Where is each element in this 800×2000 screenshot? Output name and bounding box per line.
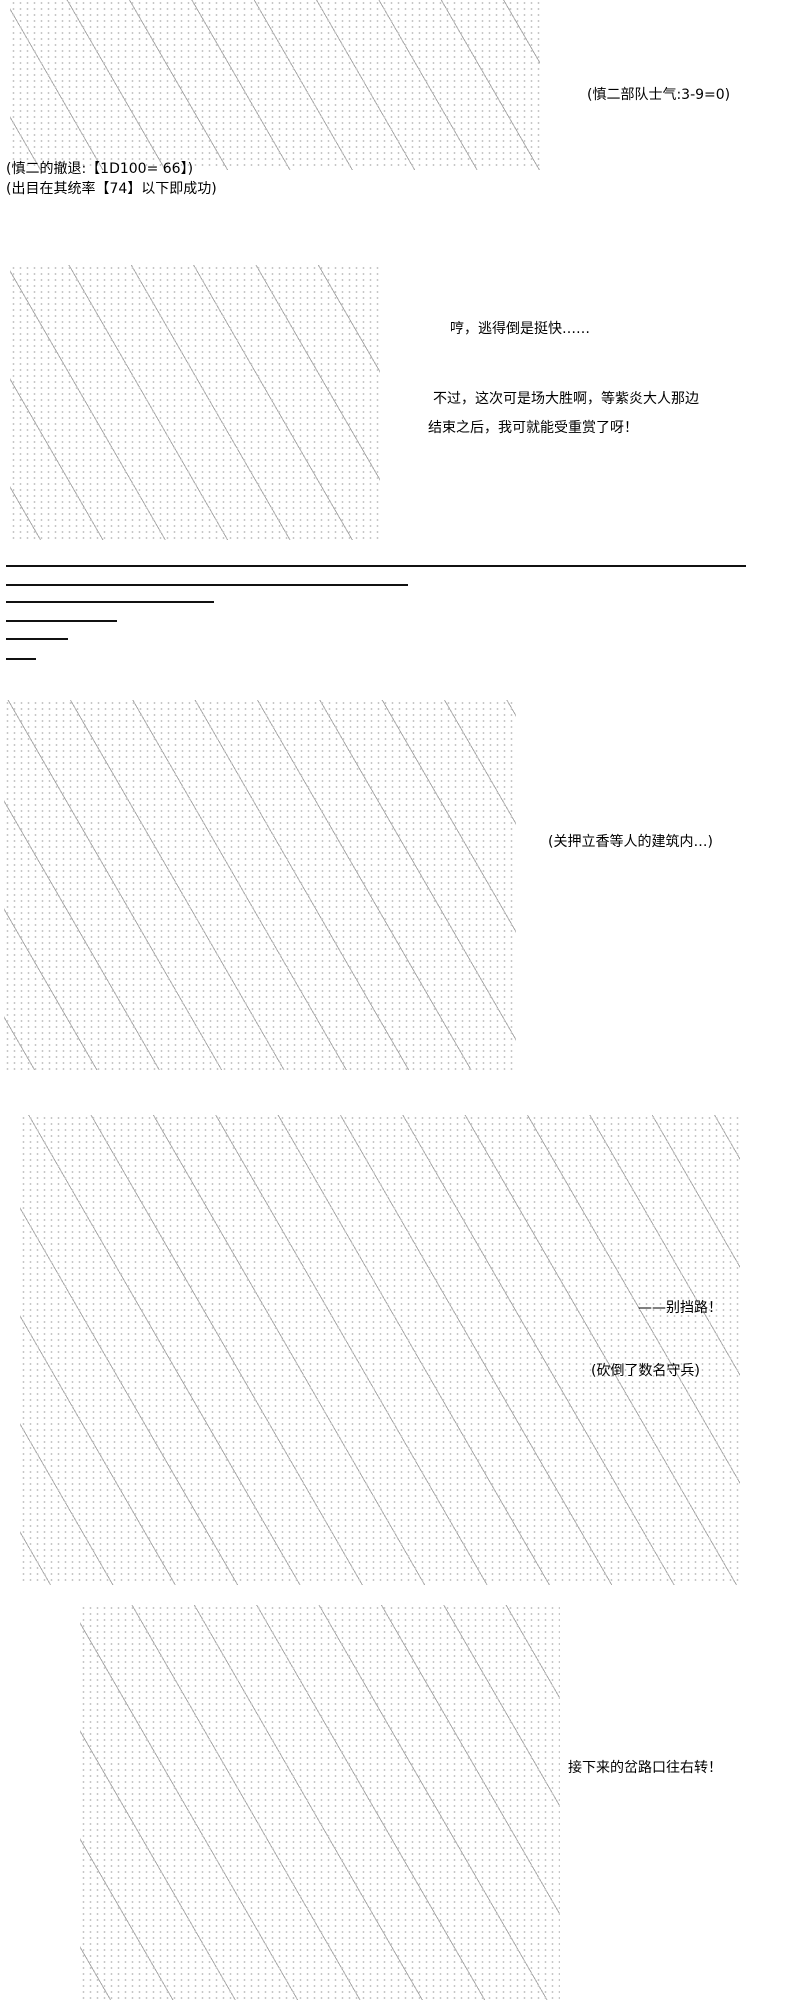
ascii-art-battlefield (10, 0, 540, 170)
dialogue-line: 不过，这次可是场大胜啊，等紫炎大人那边 (433, 391, 699, 407)
dialogue-line: ——别挡路！ (638, 1300, 722, 1316)
divider (6, 601, 214, 603)
dialogue-line: 结束之后，我可就能受重赏了呀！ (428, 420, 638, 436)
retreat-rule-caption: (出目在其统率【74】以下即成功) (6, 181, 217, 197)
divider (6, 620, 117, 622)
location-caption: (关押立香等人的建筑内…) (548, 834, 713, 850)
divider (6, 584, 408, 586)
ascii-art-sword-slash (20, 1115, 740, 1585)
retreat-roll-caption: (慎二的撤退:【1D100= 66】) (6, 161, 194, 177)
ascii-art-soldier (10, 265, 380, 540)
ascii-art-character (80, 1605, 560, 2000)
divider (6, 565, 746, 567)
divider (6, 638, 68, 640)
action-caption: (砍倒了数名守兵) (591, 1363, 700, 1379)
divider (6, 658, 36, 660)
dialogue-line: 接下来的岔路口往右转！ (568, 1760, 722, 1776)
dialogue-line: 哼，逃得倒是挺快…… (450, 321, 590, 337)
ascii-art-building (4, 700, 516, 1070)
morale-caption: (慎二部队士气:3-9=0) (587, 87, 731, 103)
